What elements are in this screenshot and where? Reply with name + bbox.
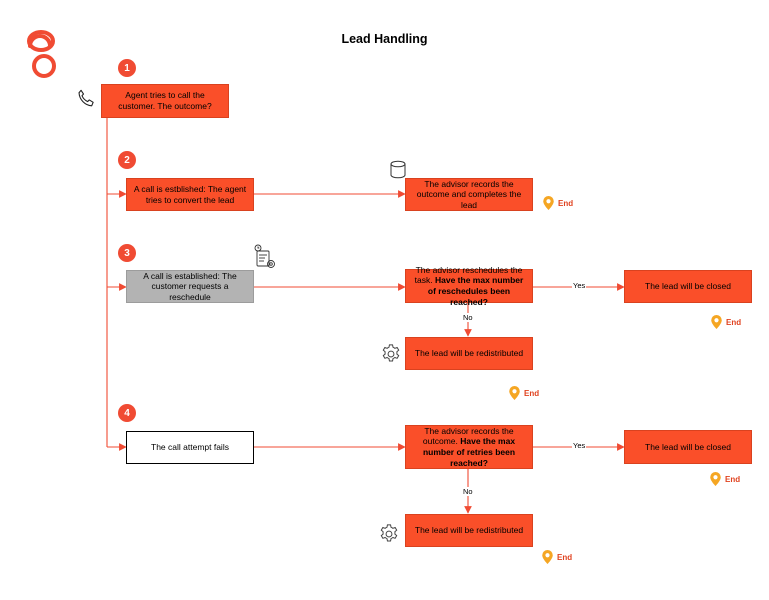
phone-icon (78, 89, 94, 107)
map-pin-icon (542, 550, 553, 564)
node-closed-2: The lead will be closed (624, 430, 752, 464)
node-reschedule-decision: The advisor reschedules the task. Have t… (405, 265, 533, 307)
reschedule-decision-text: The advisor reschedules the task. (414, 264, 523, 286)
node-attempt-fails: The call attempt fails (126, 431, 254, 464)
end-marker-2: End (711, 315, 741, 329)
gear-icon (382, 344, 400, 362)
database-icon (390, 160, 406, 179)
page-title: Lead Handling (341, 32, 428, 46)
step-badge-3: 3 (118, 244, 136, 262)
edge-label-no-2: No (462, 487, 474, 496)
edge-label-no-1: No (462, 313, 474, 322)
node-retries-decision: The advisor records the outcome. Have th… (405, 425, 533, 469)
node-redistributed-2: The lead will be redistributed (405, 514, 533, 547)
node-reschedule-request: A call is established: The customer requ… (126, 270, 254, 303)
end-label: End (725, 474, 741, 484)
end-label: End (558, 198, 574, 208)
end-marker-5: End (542, 550, 572, 564)
retries-decision-question: Have the max number of retries been reac… (422, 436, 516, 468)
edge-label-yes-2: Yes (572, 441, 587, 450)
edge-label-yes-1: Yes (572, 281, 587, 290)
map-pin-icon (509, 386, 520, 400)
reschedule-decision-question: Have the max number of reschedules been … (427, 275, 524, 307)
node-redistributed-1: The lead will be redistributed (405, 337, 533, 370)
node-records-completes: The advisor records the outcome and comp… (405, 178, 533, 211)
node-established-convert: A call is estblished: The agent tries to… (126, 178, 254, 211)
node-closed-1: The lead will be closed (624, 270, 752, 303)
map-pin-icon (710, 472, 721, 486)
map-pin-icon (711, 315, 722, 329)
step-badge-2: 2 (118, 151, 136, 169)
end-marker-1: End (543, 196, 573, 210)
retries-decision-text: The advisor records the outcome. (422, 425, 514, 447)
end-label: End (524, 388, 540, 398)
genesys-logo-icon (27, 30, 56, 78)
node-start: Agent tries to call the customer. The ou… (101, 84, 229, 118)
step-badge-4: 4 (118, 404, 136, 422)
end-marker-4: End (710, 472, 740, 486)
gear-icon (380, 524, 398, 542)
calendar-settings-icon (254, 244, 275, 268)
map-pin-icon (543, 196, 554, 210)
end-label: End (557, 552, 573, 562)
end-marker-3: End (509, 386, 539, 400)
end-label: End (726, 317, 742, 327)
step-badge-1: 1 (118, 59, 136, 77)
